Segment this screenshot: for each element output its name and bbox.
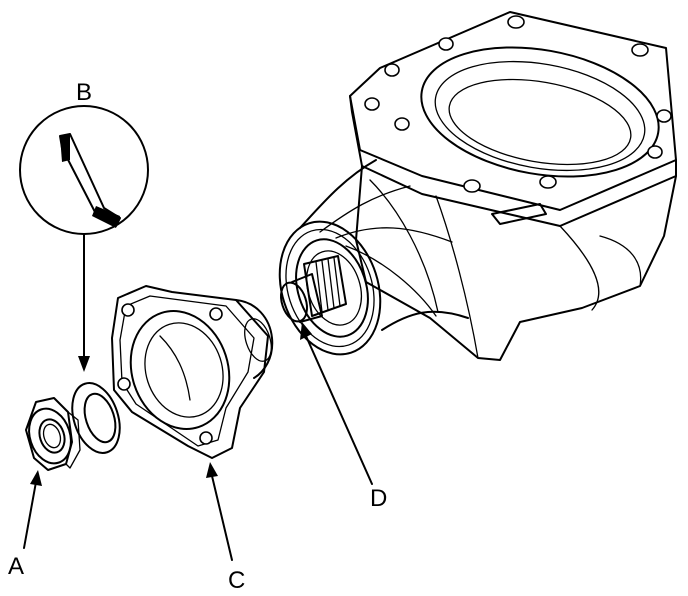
callout-label-c: C (228, 567, 245, 594)
leader-lines (23, 322, 373, 561)
differential-housing (299, 11, 677, 361)
cover-bolt-holes (117, 303, 223, 445)
cover-plate (111, 285, 274, 459)
callout-label-d: D (370, 485, 387, 512)
callout-label-a: A (8, 553, 24, 580)
washer (71, 382, 121, 454)
nut (25, 397, 81, 471)
detail-b-magnifier (19, 105, 149, 372)
callout-label-b: B (76, 79, 92, 106)
shaft-splines (315, 257, 341, 313)
flange-bolt-holes (364, 15, 672, 193)
pinion-shaft-assembly (278, 220, 382, 356)
